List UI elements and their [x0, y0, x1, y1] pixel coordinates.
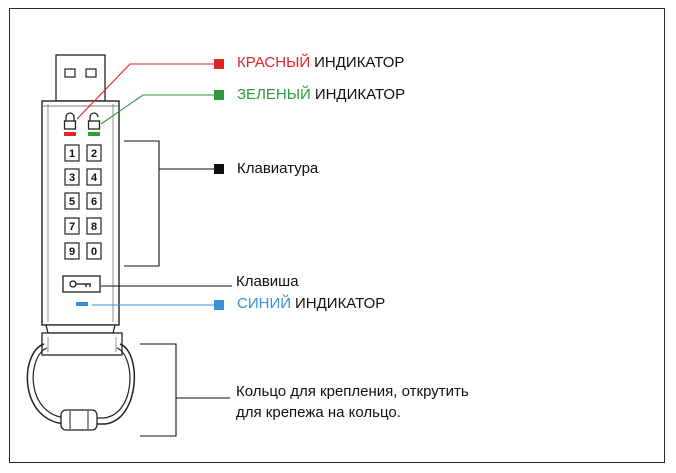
red-indicator-word: ИНДИКАТОР	[314, 54, 405, 71]
key-8: 8	[86, 217, 102, 235]
green-lock-icon	[87, 112, 101, 130]
key-label: 4	[91, 172, 98, 184]
key-5: 5	[64, 192, 80, 210]
ring-bracket	[140, 343, 177, 437]
key-icon	[69, 280, 91, 288]
key-0: 0	[86, 242, 102, 260]
key-2: 2	[86, 144, 102, 162]
green-led	[88, 132, 100, 136]
ring-connector	[60, 409, 98, 431]
green-indicator-colored-word: ЗЕЛЕНЫЙ	[237, 86, 311, 103]
red-lock-icon	[63, 112, 77, 130]
blue-marker-square	[214, 300, 224, 310]
ring-label-line2: для крепежа на кольцо.	[236, 404, 401, 421]
key-label: 7	[69, 221, 75, 233]
key-label: 1	[69, 148, 75, 160]
keypad: 1 2 3 4 5 6 7 8 9 0	[64, 144, 102, 260]
key-label: 2	[91, 148, 97, 160]
blue-led	[76, 302, 88, 306]
ring-cap	[41, 332, 123, 356]
blue-indicator-word: ИНДИКАТОР	[295, 295, 386, 312]
key-3: 3	[64, 168, 80, 186]
keypad-bracket	[124, 140, 160, 267]
usb-connector	[55, 54, 106, 102]
key-label: 8	[91, 221, 97, 233]
ring-label-line1: Кольцо для крепления, открутить	[236, 383, 469, 400]
red-leader-line	[76, 63, 215, 120]
key-button-label: Клавиша	[236, 273, 299, 290]
key-label: 6	[91, 196, 97, 208]
key-6: 6	[86, 192, 102, 210]
red-indicator-colored-word: КРАСНЫЙ	[237, 54, 311, 71]
key-9: 9	[64, 242, 80, 260]
red-marker-square	[214, 59, 224, 69]
usb-contact-right	[85, 68, 97, 78]
key-7: 7	[64, 217, 80, 235]
key-label: 5	[69, 196, 75, 208]
red-led	[64, 132, 76, 136]
key-label: 0	[91, 246, 97, 258]
green-indicator-word: ИНДИКАТОР	[314, 86, 406, 103]
green-leader-line	[100, 94, 215, 125]
usb-contact-left	[64, 68, 76, 78]
blue-indicator-colored-word: СИНИЙ	[237, 295, 292, 312]
key-4: 4	[86, 168, 102, 186]
keypad-marker-square	[214, 164, 224, 174]
key-1: 1	[64, 144, 80, 162]
key-label: 3	[69, 172, 75, 184]
key-label: 9	[69, 246, 75, 258]
green-marker-square	[214, 90, 224, 100]
keypad-label: Клавиатура	[237, 160, 319, 177]
